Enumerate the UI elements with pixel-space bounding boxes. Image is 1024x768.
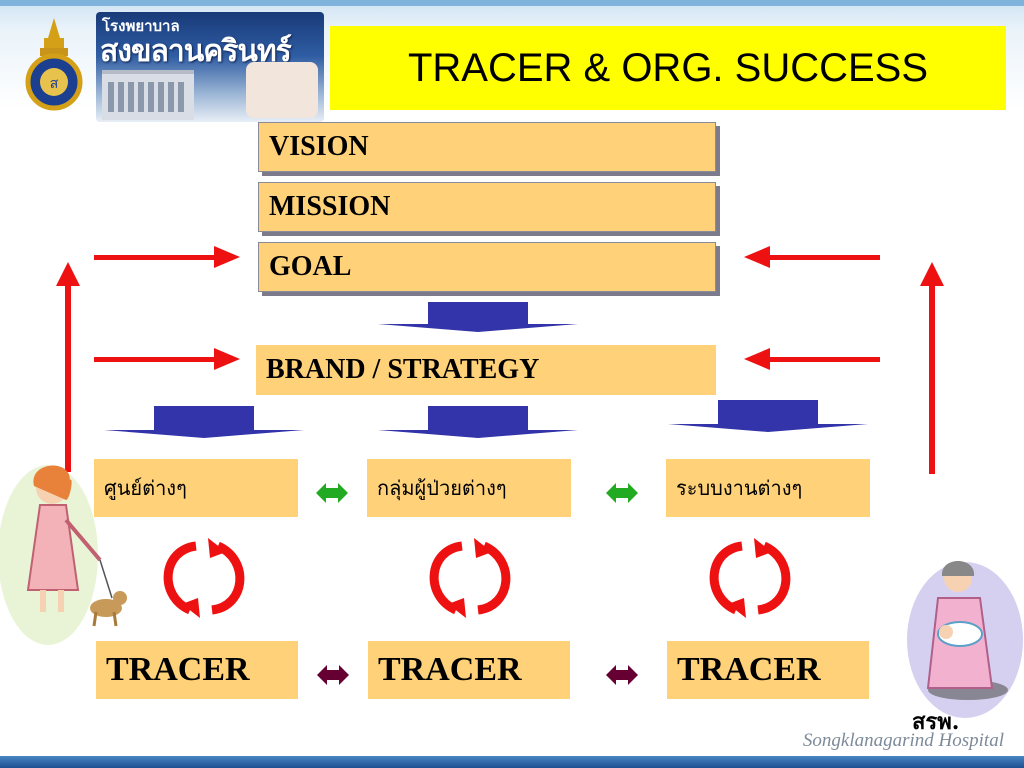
- patient-groups-label: กลุ่มผู้ป่วยต่างๆ: [377, 476, 507, 500]
- patient-groups-box: กลุ่มผู้ป่วยต่างๆ: [367, 459, 571, 517]
- title-banner: TRACER & ORG. SUCCESS: [330, 26, 1006, 110]
- header-logo-area: ส โรงพยาบาล สงขลานครินทร์: [0, 4, 330, 122]
- centers-box: ศูนย์ต่างๆ: [94, 459, 298, 517]
- tracer-box-2: TRACER: [368, 641, 570, 699]
- tracer-box-1: TRACER: [96, 641, 298, 699]
- right-arrow-to-strategy: [744, 348, 880, 370]
- blue-arrow-goal-to-strategy: [378, 302, 578, 332]
- goal-box: GOAL: [258, 242, 716, 292]
- mission-box: MISSION: [258, 182, 716, 232]
- hospital-seal-icon: ส: [25, 18, 83, 111]
- green-double-arrow-2: [606, 483, 638, 503]
- maroon-double-arrow-2: [606, 665, 638, 685]
- caption-label: สรพ.: [912, 709, 960, 735]
- brand-strategy-box: BRAND / STRATEGY: [256, 345, 716, 395]
- mission-label: MISSION: [269, 191, 391, 222]
- maroon-double-arrow-1: [317, 665, 349, 685]
- building-photo: [102, 70, 194, 120]
- left-vertical-arrow: [56, 262, 80, 472]
- top-accent-bar: [0, 0, 1024, 6]
- left-arrow-to-strategy: [94, 348, 240, 370]
- page-title: TRACER & ORG. SUCCESS: [407, 45, 929, 90]
- svg-text:ส: ส: [50, 76, 59, 92]
- blue-arrow-to-centers: [104, 406, 304, 438]
- vision-box: VISION: [258, 122, 716, 172]
- brand-banner: โรงพยาบาล สงขลานครินทร์: [96, 12, 324, 122]
- footer-hospital-name: Songklanagarind Hospital: [802, 730, 1004, 751]
- right-vertical-arrow: [920, 262, 944, 474]
- green-double-arrow-1: [316, 483, 348, 503]
- vision-label: VISION: [269, 131, 369, 162]
- patient-photo: [246, 62, 318, 118]
- cycle-arrows-icon-1: [168, 538, 240, 618]
- work-systems-box: ระบบงานต่างๆ: [666, 459, 870, 517]
- goal-label: GOAL: [269, 251, 352, 282]
- right-arrow-to-goal: [744, 246, 880, 268]
- tracer-box-3: TRACER: [667, 641, 869, 699]
- tracer-label-3: TRACER: [677, 651, 821, 688]
- woman-with-cat-icon: [0, 465, 127, 645]
- centers-label: ศูนย์ต่างๆ: [104, 476, 187, 500]
- tracer-label-2: TRACER: [378, 651, 522, 688]
- cycle-arrows-icon-2: [434, 538, 506, 618]
- bottom-accent-bar: [0, 756, 1024, 768]
- blue-arrow-to-work-systems: [668, 400, 868, 432]
- brand-strategy-label: BRAND / STRATEGY: [266, 354, 540, 385]
- cycle-arrows-icon-3: [714, 538, 786, 618]
- work-systems-label: ระบบงานต่างๆ: [676, 476, 803, 500]
- blue-arrow-to-patient-groups: [378, 406, 578, 438]
- nurse-with-baby-icon: [907, 561, 1023, 718]
- left-arrow-to-goal: [94, 246, 240, 268]
- brand-small-text: โรงพยาบาล: [102, 17, 180, 35]
- tracer-label-1: TRACER: [106, 651, 250, 688]
